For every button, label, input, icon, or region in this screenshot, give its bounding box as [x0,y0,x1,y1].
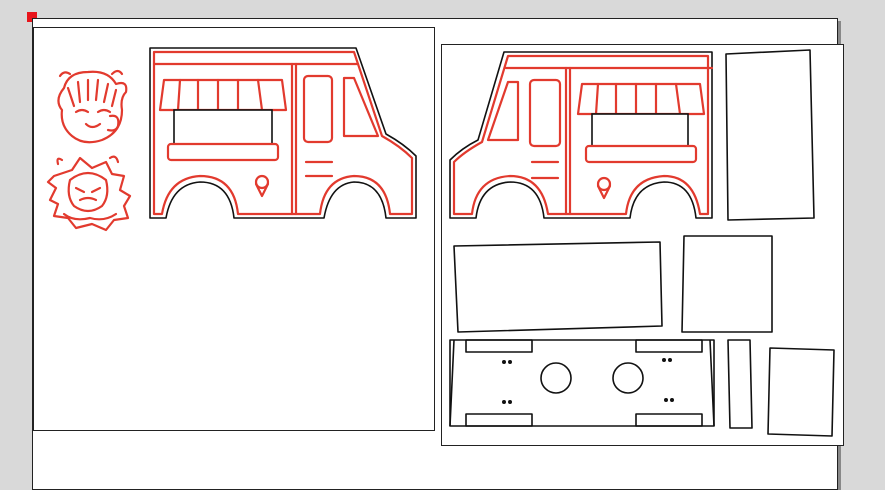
truck-side-cab-window[interactable] [446,48,718,224]
wheel-axle-hole-icon [612,362,644,394]
front-panel[interactable] [680,232,776,336]
ice-cream-cone-icon [254,174,270,198]
base-panel[interactable] [448,336,718,432]
small-panel[interactable] [766,344,838,440]
roof-panel[interactable] [452,240,666,336]
wheel-axle-hole-icon [540,362,572,394]
thin-strip[interactable] [724,336,758,432]
ice-cream-cone-icon [596,176,612,200]
chibi-angry-sticker[interactable] [44,152,134,234]
canvas-origin-marker[interactable] [27,12,37,22]
truck-side-serving-window[interactable] [146,44,424,224]
chibi-girl-sticker[interactable] [50,66,134,150]
rear-panel[interactable] [722,48,818,224]
